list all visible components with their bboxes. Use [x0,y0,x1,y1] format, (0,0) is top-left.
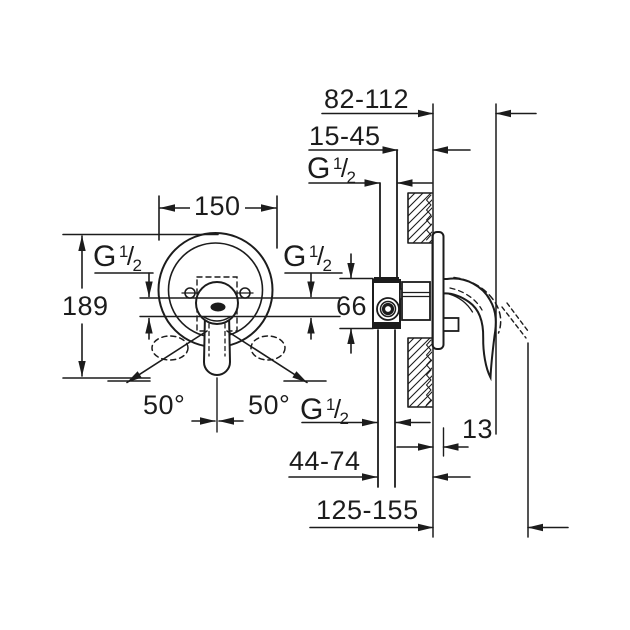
thread-prefix: G [307,152,331,185]
thread-numerator: 1 [332,154,343,173]
thread-denominator: 2 [339,409,350,428]
dim-total-height-label: 189 [58,293,113,320]
thread-numerator: 1 [325,395,336,414]
dim-overall-depth-label: 125-155 [316,495,419,525]
thread-denominator: 2 [132,256,143,275]
thread-slash: / [316,241,325,271]
dim-handle-clearance-label: 82-112 [324,84,410,114]
thread-slash: / [340,153,349,183]
thread-slash: / [126,241,135,271]
side-view-linework [288,103,569,538]
thread-prefix: G [93,240,117,273]
thread-slash: / [333,394,342,424]
thread-prefix: G [300,393,324,426]
thread-numerator: 1 [118,242,129,261]
swing-angle-left-label: 50° [143,390,186,420]
front-view-linework [62,195,343,433]
swing-angle-right-label: 50° [248,390,291,420]
thread-denominator: 2 [322,256,333,275]
thread-denominator: 2 [346,168,357,187]
thread-numerator: 1 [308,242,319,261]
dim-valve-to-wall-label: 44-74 [289,446,361,476]
dim-valve-height-label: 66 [336,291,368,321]
dim-plate-thickness-label: 13 [462,414,494,444]
dim-concealed-depth-label: 15-45 [309,121,381,151]
dim-plate-width-label: 150 [190,193,245,220]
thread-prefix: G [283,240,307,273]
